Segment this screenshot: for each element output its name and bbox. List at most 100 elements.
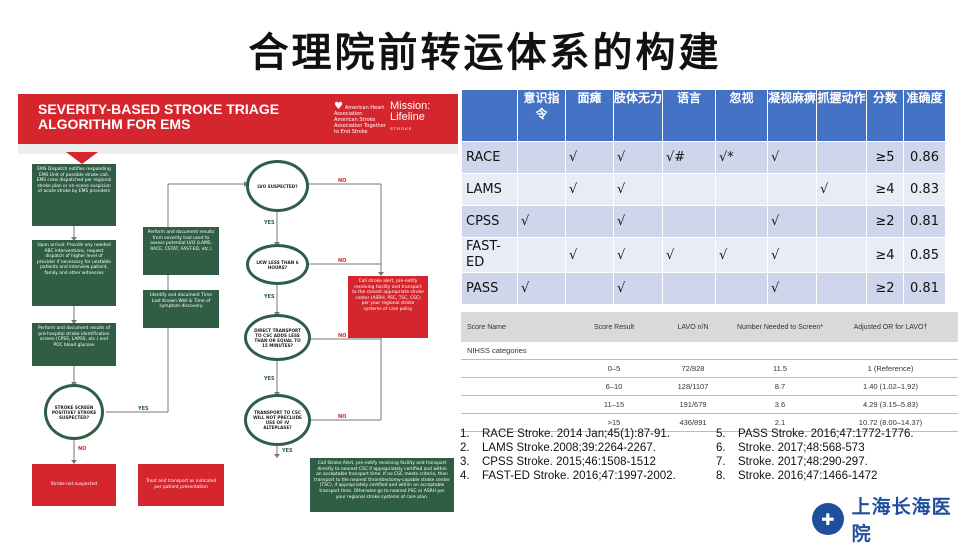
no-label: NO bbox=[338, 258, 347, 264]
table-cell: √ bbox=[715, 237, 768, 273]
treat-transport-box: Treat and transport as indicated per pat… bbox=[138, 464, 224, 506]
no-label: NO bbox=[78, 446, 87, 452]
table-cell: 1.40 (1.02–1.92) bbox=[823, 377, 958, 396]
yes-label: YES bbox=[264, 376, 275, 382]
table-row: 0–5 72/828 11.5 1 (Reference) bbox=[461, 359, 958, 378]
flowchart-header: SEVERITY-BASED STROKE TRIAGE ALGORITHM F… bbox=[18, 94, 458, 144]
table-row: PASS √ √ √ ≥2 0.81 bbox=[461, 272, 946, 305]
accuracy-cell: 0.85 bbox=[903, 237, 946, 273]
header-cell: Adjusted OR for LAVO† bbox=[823, 312, 958, 342]
table-cell bbox=[517, 237, 566, 273]
lkw-6-hours-decision: LKW LESS THAN 6 HOURS? bbox=[246, 244, 309, 285]
header-cell: 分数 bbox=[866, 89, 904, 142]
scale-comparison-table: 意识指令 面瘫 肢体无力 语言 忽视 凝视麻痹 抓握动作 分数 准确度 RACE… bbox=[461, 89, 946, 305]
heart-torch-icon: ♥ bbox=[334, 101, 343, 112]
table-cell bbox=[662, 272, 716, 305]
no-label: NO bbox=[338, 178, 347, 184]
scale-name: PASS bbox=[461, 272, 518, 305]
stroke-alert-csc-box: Call Stroke Alert, pre-notify receiving … bbox=[310, 458, 454, 512]
table-row: 6–10 128/1107 8.7 1.40 (1.02–1.92) bbox=[461, 377, 958, 396]
yes-label: YES bbox=[264, 294, 275, 300]
score-cell: ≥2 bbox=[866, 205, 904, 238]
table-cell bbox=[579, 342, 649, 360]
score-cell: ≥4 bbox=[866, 173, 904, 206]
yes-label: YES bbox=[282, 448, 293, 454]
table-cell: √* bbox=[715, 141, 768, 174]
score-cell: ≥2 bbox=[866, 272, 904, 305]
table-cell bbox=[461, 359, 579, 378]
lvo-suspected-decision: LVO SUSPECTED? bbox=[246, 160, 309, 212]
table-cell bbox=[823, 342, 958, 360]
table-row: FAST-ED √ √ √ √ √ ≥4 0.85 bbox=[461, 237, 946, 273]
severity-tool-box: Perform and document results from severi… bbox=[143, 227, 219, 275]
reference-item: 2.LAMS Stroke.2008;39:2264-2267. bbox=[460, 442, 656, 454]
table-cell: √# bbox=[662, 141, 716, 174]
table-row: RACE √ √ √# √* √ ≥5 0.86 bbox=[461, 141, 946, 174]
table-cell bbox=[662, 205, 716, 238]
table-row: LAMS √ √ √ ≥4 0.83 bbox=[461, 173, 946, 206]
table-cell bbox=[565, 205, 614, 238]
header-cell: 忽视 bbox=[715, 89, 768, 142]
table-cell bbox=[662, 173, 716, 206]
hospital-name: 上海长海医院 bbox=[851, 496, 952, 545]
table-cell: NIHSS categories bbox=[461, 342, 579, 360]
header-cell: 肢体无力 bbox=[613, 89, 663, 142]
slide-title: 合理院前转运体系的构建 bbox=[248, 30, 722, 76]
table-cell: √ bbox=[613, 205, 663, 238]
table-cell: √ bbox=[565, 237, 614, 273]
scale-name: LAMS bbox=[461, 173, 518, 206]
scale-name: RACE bbox=[461, 141, 518, 174]
table-cell: √ bbox=[816, 173, 867, 206]
flowchart-subbar bbox=[18, 144, 458, 154]
table-cell: √ bbox=[613, 237, 663, 273]
table-cell: 3.6 bbox=[737, 395, 823, 414]
table-cell bbox=[816, 272, 867, 305]
yes-label: YES bbox=[264, 220, 275, 226]
no-label: NO bbox=[338, 333, 347, 339]
table-cell bbox=[767, 173, 817, 206]
accuracy-cell: 0.83 bbox=[903, 173, 946, 206]
table-cell: 436/891 bbox=[649, 413, 737, 432]
header-cell: 意识指令 bbox=[517, 89, 566, 142]
table-cell: √ bbox=[613, 173, 663, 206]
table-cell bbox=[715, 205, 768, 238]
header-cell: 语言 bbox=[662, 89, 716, 142]
hospital-emblem-icon: ✚ bbox=[812, 503, 844, 535]
header-cell: 抓握动作 bbox=[816, 89, 867, 142]
accuracy-cell: 0.81 bbox=[903, 272, 946, 305]
table-cell: √ bbox=[767, 237, 817, 273]
table-cell bbox=[565, 272, 614, 305]
table-cell: 6–10 bbox=[579, 377, 649, 396]
arrival-box: Upon arrival: Provide any needed ABC int… bbox=[32, 240, 116, 306]
reference-item: 6.Stroke. 2017;48:568-573 bbox=[716, 442, 865, 454]
header-cell: 面瘫 bbox=[565, 89, 614, 142]
table-cell: 191/679 bbox=[649, 395, 737, 414]
aha-logo: ♥American Heart Association American Str… bbox=[334, 101, 386, 136]
table-cell: √ bbox=[767, 272, 817, 305]
stroke-screen-decision: STROKE SCREEN POSITIVE? STROKE SUSPECTED… bbox=[44, 384, 104, 440]
table-header-row: 意识指令 面瘫 肢体无力 语言 忽视 凝视麻痹 抓握动作 分数 准确度 bbox=[461, 89, 946, 142]
table-row: NIHSS categories bbox=[461, 342, 958, 360]
dispatch-box: EMS Dispatch notifies responding EMS Uni… bbox=[32, 164, 116, 226]
table-cell: √ bbox=[613, 141, 663, 174]
flowchart-connectors bbox=[71, 181, 384, 464]
table-cell: √ bbox=[517, 205, 566, 238]
reference-item: 3.CPSS Stroke. 2015;46:1508-1512 bbox=[460, 456, 656, 468]
table-cell: >15 bbox=[579, 413, 649, 432]
reference-list-left: 1.RACE Stroke. 2014 Jan;45(1):87-91. 2.L… bbox=[460, 427, 715, 483]
table-cell: 8.7 bbox=[737, 377, 823, 396]
reference-item: 8.Stroke. 2016;47:1466-1472 bbox=[716, 470, 878, 482]
reference-item: 1.RACE Stroke. 2014 Jan;45(1):87-91. bbox=[460, 428, 670, 440]
header-cell: 凝视麻痹 bbox=[767, 89, 817, 142]
header-cell: Score Name bbox=[461, 312, 579, 342]
table-cell bbox=[517, 173, 566, 206]
table-row: 11–15 191/679 3.6 4.29 (3.15–5.83) bbox=[461, 395, 958, 414]
table-cell: √ bbox=[565, 141, 614, 174]
table-cell: 4.29 (3.15–5.83) bbox=[823, 395, 958, 414]
table-cell bbox=[816, 237, 867, 273]
scale-name: FAST-ED bbox=[461, 237, 518, 273]
header-cell: 准确度 bbox=[903, 89, 946, 142]
table-cell: √ bbox=[613, 272, 663, 305]
table-cell: 10.72 (8.00–14.37) bbox=[823, 413, 958, 432]
reference-item: 4.FAST-ED Stroke. 2016;47:1997-2002. bbox=[460, 470, 676, 482]
